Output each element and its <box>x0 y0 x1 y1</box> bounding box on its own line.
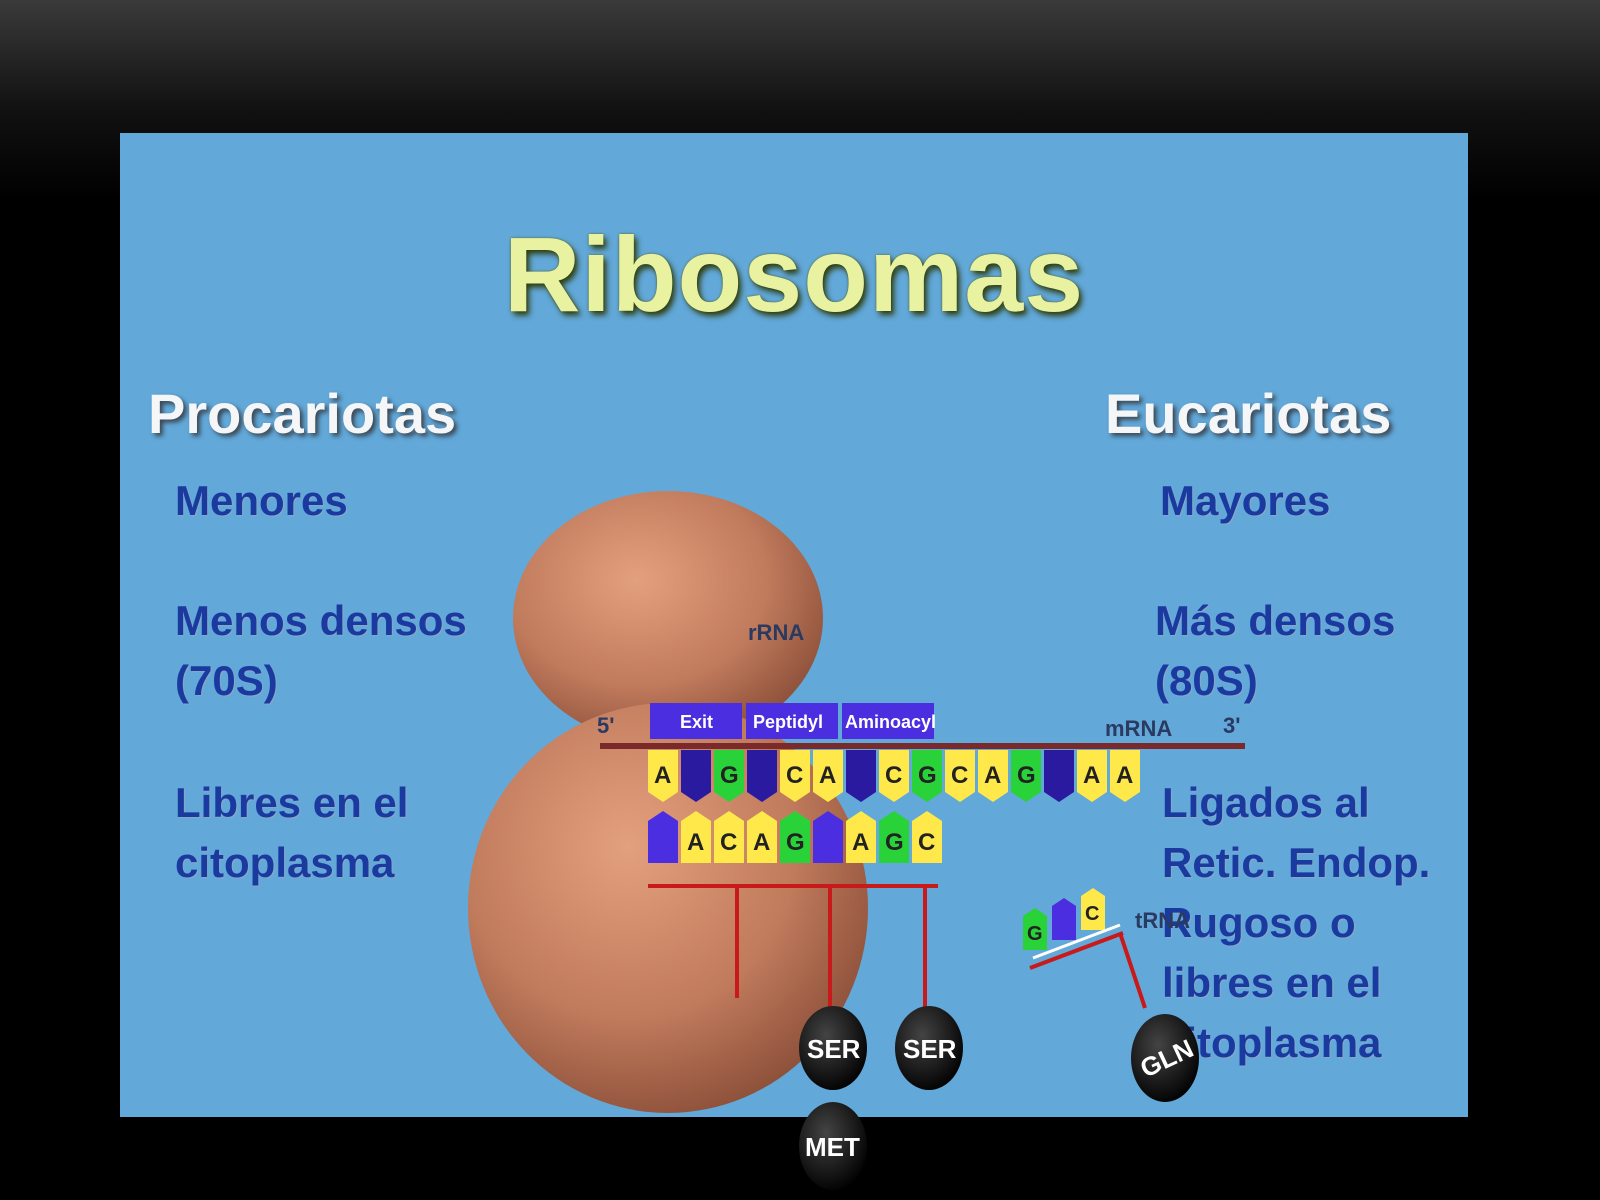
svg-text:C: C <box>1085 903 1099 925</box>
svg-text:A: A <box>687 829 704 856</box>
svg-text:G: G <box>786 829 805 856</box>
amino-acid-ser-1: SER <box>799 1006 867 1090</box>
slide-title: Ribosomas <box>503 216 1085 334</box>
three-prime-label: 3' <box>1223 713 1240 738</box>
svg-text:C: C <box>786 762 803 789</box>
svg-text:G: G <box>885 829 904 856</box>
peptidyl-site <box>746 703 838 739</box>
svg-text:C: C <box>720 829 737 856</box>
svg-text:C: C <box>951 762 968 789</box>
incoming-trna: G C tRNA <box>1023 888 1190 1009</box>
svg-text:G: G <box>720 762 739 789</box>
aminoacyl-site <box>842 703 934 739</box>
exit-site-label: Exit <box>680 712 713 732</box>
amino-acid-met: MET <box>799 1102 867 1190</box>
eukaryote-location: Ligados al Retic. Endop. Rugoso o libres… <box>1162 779 1431 1066</box>
svg-text:A: A <box>1083 762 1100 789</box>
ribosome-large-subunit <box>468 703 868 1113</box>
svg-text:G: G <box>918 762 937 789</box>
svg-text:A: A <box>984 762 1001 789</box>
ser-2-label: SER <box>903 1034 957 1064</box>
prokaryote-location: Libres en el citoplasma <box>175 779 409 886</box>
amino-acid-ser-2: SER <box>895 1006 963 1090</box>
five-prime-label: 5' <box>597 713 614 738</box>
aminoacyl-site-label: Aminoacyl <box>845 712 936 732</box>
prokaryotes-heading: Procariotas <box>148 382 457 445</box>
amino-acid-gln: GLN <box>1131 1014 1199 1102</box>
svg-text:C: C <box>918 829 935 856</box>
eukaryotes-heading: Eucariotas <box>1105 382 1392 445</box>
eukaryote-density: Más densos (80S) <box>1155 597 1396 704</box>
svg-text:A: A <box>654 762 671 789</box>
peptidyl-site-label: Peptidyl <box>753 712 823 732</box>
mrna-bases: A G C A C G C A G A A <box>648 750 1140 802</box>
svg-text:A: A <box>753 829 770 856</box>
svg-text:A: A <box>1116 762 1133 789</box>
trna-anticodons: A C A G A G C <box>648 811 942 863</box>
trna-label: tRNA <box>1135 908 1190 933</box>
rrna-label: rRNA <box>748 620 804 645</box>
met-label: MET <box>805 1132 860 1162</box>
eukaryote-size: Mayores <box>1160 477 1331 524</box>
svg-text:G: G <box>1017 762 1036 789</box>
svg-text:C: C <box>885 762 902 789</box>
exit-site <box>650 703 742 739</box>
svg-text:A: A <box>819 762 836 789</box>
prokaryote-size: Menores <box>175 477 348 524</box>
ribosome-small-subunit <box>513 491 823 745</box>
ribosome-diagram: rRNA Exit Peptidyl Aminoacyl 5' 3' mRNA … <box>468 491 1245 1190</box>
prokaryote-density: Menos densos (70S) <box>175 597 467 704</box>
svg-text:A: A <box>852 829 869 856</box>
ribosome-sites: Exit Peptidyl Aminoacyl <box>650 703 936 739</box>
ser-1-label: SER <box>807 1034 861 1064</box>
svg-text:G: G <box>1027 923 1043 945</box>
mrna-label: mRNA <box>1105 716 1172 741</box>
slide: Ribosomas Procariotas Eucariotas Menores… <box>120 133 1468 1190</box>
